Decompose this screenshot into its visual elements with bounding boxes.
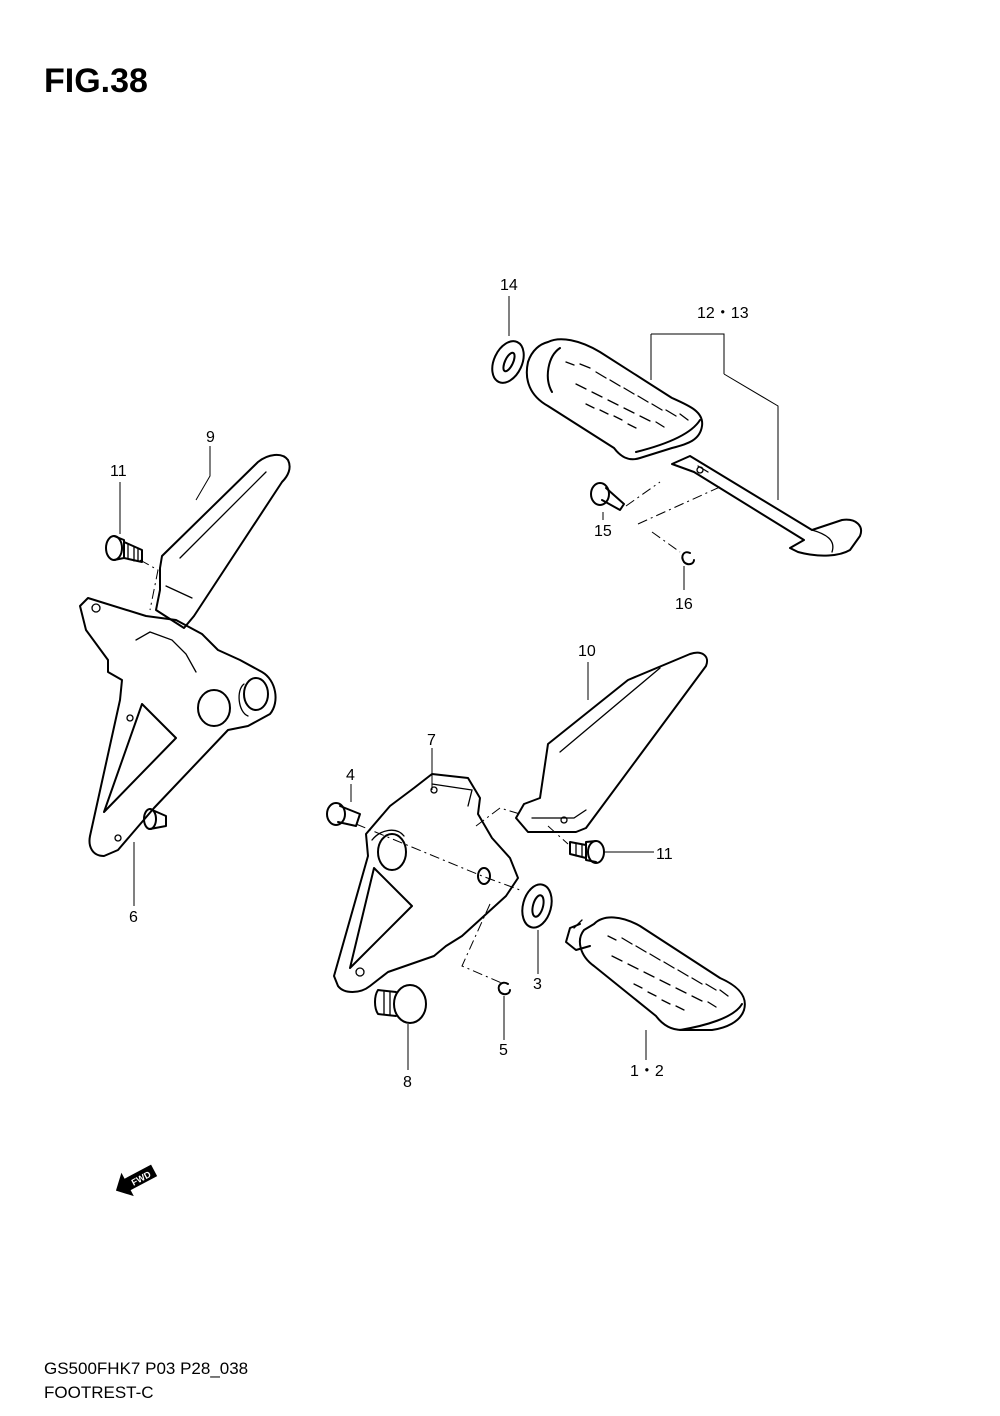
part-14-washer [491, 340, 525, 384]
part-5-e-clip [497, 981, 511, 996]
callout-9: 9 [206, 429, 215, 446]
part-11-bolt-lower [569, 840, 605, 864]
callout-12-13: 12・13 [697, 305, 749, 322]
section-name: FOOTREST-C [44, 1383, 154, 1402]
callout-3: 3 [533, 976, 542, 993]
part-7-front-bracket [333, 773, 519, 993]
callout-6: 6 [129, 909, 138, 926]
callout-11-upper: 11 [110, 463, 127, 480]
callout-11-lower: 11 [656, 846, 673, 863]
callout-7: 7 [427, 732, 436, 749]
part-4-pin [326, 802, 361, 827]
rear-footrest-bar [671, 455, 862, 557]
part-11-bolt-upper [105, 535, 143, 563]
callout-4: 4 [346, 767, 355, 784]
callout-10: 10 [578, 643, 596, 660]
part-12-13-footrest-rubber [525, 338, 704, 461]
callout-1-2: 1・2 [630, 1063, 664, 1080]
part-8-bolt [374, 984, 427, 1024]
part-10-heel-guard [515, 651, 708, 833]
part-9-heel-guard [155, 454, 291, 629]
callout-8: 8 [403, 1074, 412, 1091]
part-6-rear-bracket [79, 597, 277, 857]
part-16-e-clip [681, 551, 695, 566]
callout-15: 15 [594, 523, 612, 540]
figure-title: FIG.38 [44, 62, 148, 100]
callout-16: 16 [675, 596, 693, 613]
part-15-pin [590, 482, 625, 511]
callout-14: 14 [500, 277, 518, 294]
fwd-arrow-icon: FWD [115, 1164, 158, 1197]
callout-5: 5 [499, 1042, 508, 1059]
model-code: GS500FHK7 P03 P28_038 [44, 1359, 248, 1378]
part-3-washer [521, 883, 553, 929]
part-1-2-footrest-rubber [565, 916, 746, 1031]
